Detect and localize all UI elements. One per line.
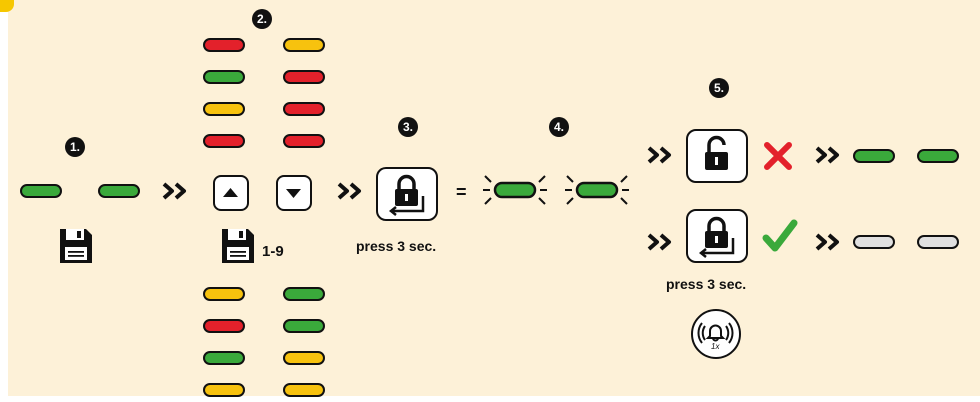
step-5-badge: 5. <box>709 78 729 98</box>
alarm-bell-badge: 1x <box>691 309 741 359</box>
press-hold-label: press 3 sec. <box>356 238 437 254</box>
blinking-led-icon <box>483 175 547 205</box>
up-button[interactable] <box>213 175 249 211</box>
led-yellow <box>283 38 325 52</box>
bell-count-label: 1x <box>711 342 720 351</box>
led-red <box>283 102 325 116</box>
floppy-disk-icon <box>222 229 254 263</box>
chevron-double-icon <box>815 146 839 164</box>
led-result-ok-left <box>853 235 895 249</box>
chevron-double-icon <box>647 233 671 251</box>
background-panel <box>8 0 980 396</box>
led-red <box>203 38 245 52</box>
lock-enter-icon <box>388 174 425 216</box>
arrow-up-icon <box>223 188 238 197</box>
corner-tab <box>0 0 14 12</box>
led-step1-right <box>98 184 140 198</box>
chevron-double-icon <box>162 182 186 200</box>
led-green <box>203 70 245 84</box>
unlock-icon <box>705 135 728 170</box>
led-green <box>283 319 325 333</box>
led-yellow <box>283 383 325 397</box>
led-yellow <box>203 102 245 116</box>
unlock-button[interactable] <box>686 129 748 183</box>
step-4-badge: 4. <box>549 117 569 137</box>
led-result-ok-right <box>917 235 959 249</box>
step-3-badge: 3. <box>398 117 418 137</box>
led-step1-left <box>20 184 62 198</box>
lock-enter-button[interactable] <box>376 167 438 221</box>
led-result-fail-left <box>853 149 895 163</box>
led-green <box>283 287 325 301</box>
step-2-badge: 2. <box>252 9 272 29</box>
press-hold-label-confirm: press 3 sec. <box>666 276 747 292</box>
cross-icon <box>764 142 792 170</box>
chevron-double-icon <box>815 233 839 251</box>
blinking-led-icon <box>565 175 629 205</box>
led-yellow <box>283 351 325 365</box>
lock-enter-icon <box>698 216 735 258</box>
chevron-double-icon <box>647 146 671 164</box>
led-red <box>283 70 325 84</box>
led-red <box>203 134 245 148</box>
down-button[interactable] <box>276 175 312 211</box>
led-yellow <box>203 383 245 397</box>
arrow-down-icon <box>286 189 301 198</box>
lock-enter-button-confirm[interactable] <box>686 209 748 263</box>
range-label: 1-9 <box>262 243 284 260</box>
chevron-double-icon <box>337 182 361 200</box>
led-red <box>203 319 245 333</box>
floppy-disk-icon <box>60 229 92 263</box>
step-1-badge: 1. <box>65 137 85 157</box>
check-icon <box>762 219 798 252</box>
led-green <box>203 351 245 365</box>
led-red <box>283 134 325 148</box>
led-result-fail-right <box>917 149 959 163</box>
alarm-bell-icon <box>697 322 734 344</box>
led-yellow <box>203 287 245 301</box>
equals-sign: = <box>456 182 467 202</box>
